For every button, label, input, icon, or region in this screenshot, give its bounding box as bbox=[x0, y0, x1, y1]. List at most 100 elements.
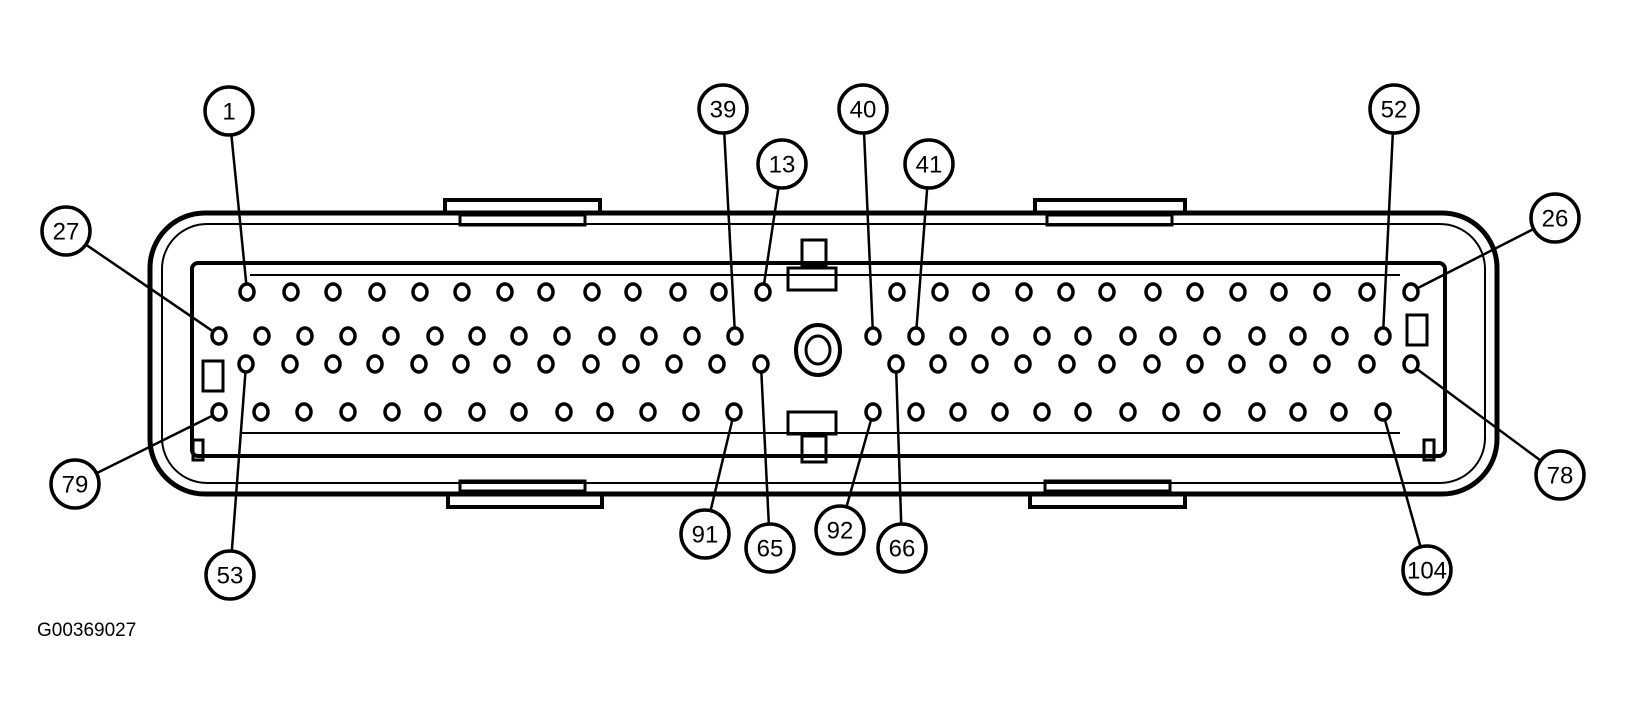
pin-cavity-4 bbox=[368, 282, 386, 302]
pin-cavity-13 bbox=[754, 282, 772, 302]
pin-cavity-90 bbox=[682, 402, 700, 422]
pin-cavity-62 bbox=[622, 354, 640, 374]
pin-cavity-83 bbox=[383, 402, 401, 422]
callout-circle bbox=[814, 504, 866, 556]
pin-cavity-76 bbox=[1313, 354, 1331, 374]
callout-circle bbox=[697, 83, 749, 135]
callout-circle bbox=[679, 508, 731, 560]
pin-cavity-53 bbox=[237, 354, 255, 374]
pin-cavity-55 bbox=[324, 354, 342, 374]
pin-cavity-72 bbox=[1143, 354, 1161, 374]
pin-cavity-42 bbox=[949, 326, 967, 346]
pin-cavity-60 bbox=[537, 354, 555, 374]
pin-cavity-48 bbox=[1203, 326, 1221, 346]
callout-27: 27 bbox=[40, 205, 92, 257]
callout-label: 65 bbox=[757, 536, 784, 563]
callout-label: 52 bbox=[1381, 97, 1408, 124]
pin-cavity-73 bbox=[1186, 354, 1204, 374]
pin-cavity-82 bbox=[339, 402, 357, 422]
callout-circle bbox=[837, 83, 889, 135]
pin-cavity-78 bbox=[1402, 354, 1420, 374]
leader-line-41 bbox=[915, 187, 929, 328]
callout-label: 13 bbox=[769, 152, 796, 179]
pin-cavity-3 bbox=[324, 282, 342, 302]
pin-cavity-21 bbox=[1186, 282, 1204, 302]
pin-cavity-102 bbox=[1289, 402, 1307, 422]
pin-cavity-25 bbox=[1358, 282, 1376, 302]
callout-circle bbox=[49, 458, 101, 510]
pin-cavity-9 bbox=[583, 282, 601, 302]
pin-cavity-97 bbox=[1074, 402, 1092, 422]
callout-circle bbox=[1534, 449, 1586, 501]
pin-cavity-86 bbox=[510, 402, 528, 422]
pin-cavity-54 bbox=[281, 354, 299, 374]
callout-26: 26 bbox=[1529, 192, 1581, 244]
pin-cavity-66 bbox=[887, 354, 905, 374]
pin-cavity-12 bbox=[710, 282, 728, 302]
pin-cavity-40 bbox=[864, 326, 882, 346]
callout-label: 53 bbox=[217, 563, 244, 590]
pin-cavity-85 bbox=[468, 402, 486, 422]
callout-41: 41 bbox=[903, 138, 955, 190]
pin-cavity-64 bbox=[708, 354, 726, 374]
callout-circle bbox=[1401, 544, 1453, 596]
pin-cavity-38 bbox=[683, 326, 701, 346]
pin-cavity-19 bbox=[1098, 282, 1116, 302]
leader-line-26 bbox=[1417, 227, 1535, 289]
leader-line-1 bbox=[230, 134, 248, 284]
leader-line-104 bbox=[1383, 420, 1422, 548]
callout-65: 65 bbox=[744, 522, 796, 574]
leader-line-40 bbox=[862, 132, 874, 328]
callout-circle bbox=[756, 138, 808, 190]
center-polarization-hole bbox=[794, 323, 842, 377]
pin-cavity-30 bbox=[339, 326, 357, 346]
pin-cavity-50 bbox=[1289, 326, 1307, 346]
callout-1: 1 bbox=[203, 85, 255, 137]
pin-cavity-29 bbox=[296, 326, 314, 346]
callout-label: 78 bbox=[1547, 463, 1574, 490]
pin-cavity-6 bbox=[453, 282, 471, 302]
pin-cavity-34 bbox=[510, 326, 528, 346]
pin-cavity-99 bbox=[1162, 402, 1180, 422]
callout-91: 91 bbox=[679, 508, 731, 560]
callout-circle bbox=[876, 522, 928, 574]
pin-cavity-93 bbox=[907, 402, 925, 422]
pin-cavity-1 bbox=[238, 282, 256, 302]
figure-id-caption: G00369027 bbox=[37, 620, 137, 641]
pin-cavity-15 bbox=[931, 282, 949, 302]
pin-cavity-67 bbox=[929, 354, 947, 374]
callout-circle bbox=[204, 549, 256, 601]
callout-78: 78 bbox=[1534, 449, 1586, 501]
pin-cavity-23 bbox=[1270, 282, 1288, 302]
pin-cavity-80 bbox=[252, 402, 270, 422]
leader-line-92 bbox=[845, 420, 873, 508]
pin-cavity-79 bbox=[210, 402, 228, 422]
callout-52: 52 bbox=[1368, 83, 1420, 135]
pin-cavity-49 bbox=[1248, 326, 1266, 346]
pin-cavity-7 bbox=[496, 282, 514, 302]
pin-cavity-63 bbox=[665, 354, 683, 374]
pin-cavity-22 bbox=[1229, 282, 1247, 302]
callout-40: 40 bbox=[837, 83, 889, 135]
pin-cavity-56 bbox=[366, 354, 384, 374]
callout-39: 39 bbox=[697, 83, 749, 135]
callout-label: 26 bbox=[1542, 206, 1569, 233]
pin-cavity-65 bbox=[752, 354, 770, 374]
callout-circle bbox=[744, 522, 796, 574]
pin-cavity-100 bbox=[1203, 402, 1221, 422]
pin-cavity-41 bbox=[907, 326, 925, 346]
callout-label: 91 bbox=[692, 522, 719, 549]
callout-circle bbox=[903, 138, 955, 190]
pin-cavity-81 bbox=[295, 402, 313, 422]
callout-13: 13 bbox=[756, 138, 808, 190]
pin-cavity-104 bbox=[1374, 402, 1392, 422]
callout-79: 79 bbox=[49, 458, 101, 510]
callout-circle bbox=[1529, 192, 1581, 244]
pin-cavity-52 bbox=[1374, 326, 1392, 346]
connector-housing bbox=[147, 198, 1500, 509]
leader-lines bbox=[85, 132, 1542, 552]
pin-cavity-33 bbox=[468, 326, 486, 346]
pin-cavity-2 bbox=[282, 282, 300, 302]
